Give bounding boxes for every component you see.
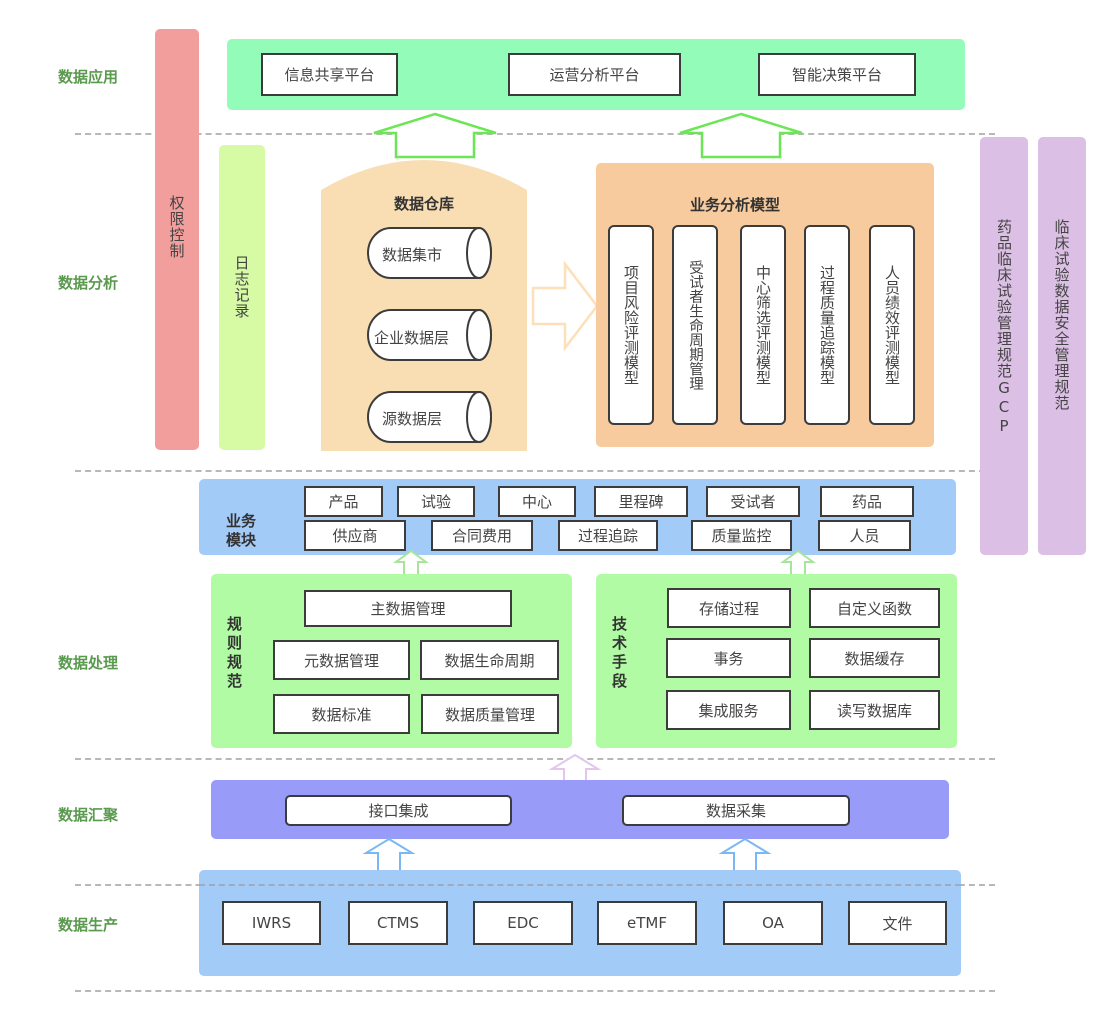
tech-box: 存储过程 — [667, 588, 791, 628]
aggregation-box: 接口集成 — [285, 795, 512, 826]
model-box: 过程质量追踪模型 — [804, 225, 850, 425]
layer-label-processing: 数据处理 — [58, 654, 119, 672]
warehouse-layer-label: 数据集市 — [382, 246, 443, 264]
tech-box: 数据缓存 — [809, 638, 940, 678]
separator-line — [75, 758, 995, 760]
module-box: 试验 — [397, 486, 475, 517]
module-box: 过程追踪 — [558, 520, 658, 551]
cylinder-icon — [367, 309, 492, 361]
tech-label: 技术手段 — [612, 615, 628, 690]
source-box: EDC — [473, 901, 573, 945]
layer-label-analysis: 数据分析 — [58, 274, 119, 292]
data-security-standard-label: 临床试验数据安全管理规范 — [1052, 219, 1071, 411]
up-arrow-icon — [362, 837, 416, 872]
module-box: 药品 — [820, 486, 914, 517]
warehouse-layer-label: 企业数据层 — [374, 329, 450, 347]
permission-control-bar: 权限控制 — [155, 29, 199, 450]
platform-box: 运营分析平台 — [508, 53, 681, 96]
rule-box: 主数据管理 — [304, 590, 512, 627]
source-box: IWRS — [222, 901, 321, 945]
warehouse-layer-label: 源数据层 — [382, 410, 443, 428]
module-box: 中心 — [498, 486, 576, 517]
separator-line — [75, 470, 995, 472]
module-box: 产品 — [304, 486, 383, 517]
model-box: 人员绩效评测模型 — [869, 225, 915, 425]
source-box: eTMF — [597, 901, 697, 945]
module-box: 受试者 — [706, 486, 800, 517]
platform-box: 信息共享平台 — [261, 53, 398, 96]
gcp-standard-bar: 药品临床试验管理规范GCP — [980, 137, 1028, 555]
up-arrow-icon — [779, 549, 817, 576]
tech-box: 事务 — [666, 638, 791, 678]
tech-box: 集成服务 — [666, 690, 791, 730]
layer-label-application: 数据应用 — [58, 68, 119, 86]
log-record-bar: 日志记录 — [219, 145, 265, 450]
source-box: CTMS — [348, 901, 448, 945]
module-box: 合同费用 — [431, 520, 533, 551]
data-security-standard-bar: 临床试验数据安全管理规范 — [1038, 137, 1086, 555]
up-arrow-icon — [392, 549, 430, 576]
log-record-label: 日志记录 — [232, 255, 251, 319]
separator-line — [75, 133, 995, 135]
right-arrow-icon — [531, 260, 599, 352]
permission-control-label: 权限控制 — [167, 195, 186, 259]
rule-box: 元数据管理 — [273, 640, 410, 680]
cylinder-icon — [367, 391, 492, 443]
up-arrow-icon — [718, 837, 772, 872]
platform-box: 智能决策平台 — [758, 53, 916, 96]
tech-box: 自定义函数 — [809, 588, 940, 628]
module-box: 供应商 — [304, 520, 406, 551]
rule-box: 数据标准 — [273, 694, 410, 734]
source-box: OA — [723, 901, 823, 945]
model-box: 受试者生命周期管理 — [672, 225, 718, 425]
separator-line — [75, 990, 995, 992]
module-box: 人员 — [818, 520, 911, 551]
rules-label: 规则规范 — [227, 615, 243, 690]
separator-line — [199, 884, 961, 886]
gcp-standard-label: 药品临床试验管理规范GCP — [995, 219, 1013, 436]
model-box: 项目风险评测模型 — [608, 225, 654, 425]
module-box: 质量监控 — [691, 520, 792, 551]
module-box: 里程碑 — [594, 486, 688, 517]
warehouse-title: 数据仓库 — [394, 195, 455, 213]
aggregation-box: 数据采集 — [622, 795, 850, 826]
tech-box: 读写数据库 — [809, 690, 940, 730]
model-box: 中心筛选评测模型 — [740, 225, 786, 425]
business-modules-label: 业务模块 — [226, 512, 257, 549]
analysis-models-title: 业务分析模型 — [690, 196, 781, 214]
production-panel — [199, 870, 961, 976]
layer-label-aggregation: 数据汇聚 — [58, 806, 119, 824]
cylinder-icon — [367, 227, 492, 279]
up-arrow-icon — [373, 112, 497, 159]
layer-label-production: 数据生产 — [58, 916, 119, 934]
source-box: 文件 — [848, 901, 947, 945]
rule-box: 数据生命周期 — [420, 640, 559, 680]
rule-box: 数据质量管理 — [421, 694, 559, 734]
up-arrow-icon — [679, 112, 803, 159]
